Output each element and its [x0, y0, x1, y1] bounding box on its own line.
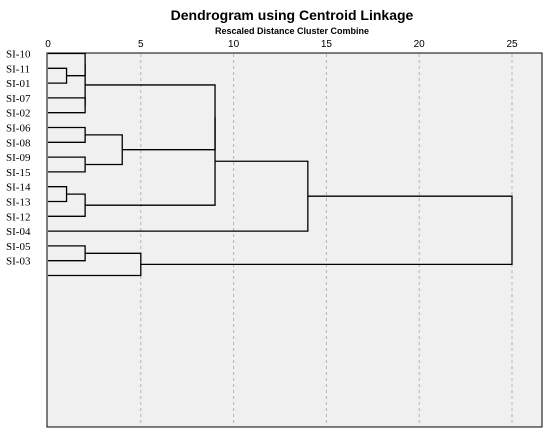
tick-labels: 0 5 10 15 20 25 [45, 39, 518, 50]
leaf-label-si-01: SI-01 [6, 78, 30, 90]
dendrogram-link-11 [85, 117, 216, 206]
leaf-label-si-13: SI-13 [6, 197, 31, 209]
chart-title: Dendrogram using Centroid Linkage [171, 7, 414, 23]
leaf-label-si-02: SI-02 [6, 108, 30, 120]
leaf-label-si-11: SI-11 [6, 63, 30, 75]
leaf-label-si-05: SI-05 [6, 241, 31, 253]
leaf-label-si-12: SI-12 [6, 211, 30, 223]
x-tick-label-20: 20 [414, 39, 426, 50]
leaf-label-si-08: SI-08 [6, 137, 31, 149]
x-tick-label-15: 15 [321, 39, 333, 50]
leaf-label-si-15: SI-15 [6, 167, 31, 179]
chart-subtitle: Rescaled Distance Cluster Combine [215, 26, 369, 36]
x-tick-label-0: 0 [45, 39, 51, 50]
plot-area [46, 52, 543, 428]
leaf-label-si-10: SI-10 [6, 49, 31, 61]
x-tick-label-25: 25 [506, 39, 518, 50]
leaf-label-si-04: SI-04 [6, 226, 31, 238]
leaf-label-si-06: SI-06 [6, 123, 31, 135]
leaf-label-si-09: SI-09 [6, 152, 31, 164]
leaf-label-si-14: SI-14 [6, 182, 31, 194]
x-tick-label-10: 10 [228, 39, 240, 50]
leaf-label-si-03: SI-03 [6, 256, 31, 268]
dendrogram-links [48, 52, 513, 277]
dendrogram-link-15 [140, 195, 513, 266]
x-tick-label-5: 5 [138, 39, 144, 50]
leaf-labels: SI-10SI-11SI-01SI-07SI-02SI-06SI-08SI-09… [6, 49, 31, 268]
leaf-label-si-07: SI-07 [6, 93, 31, 105]
